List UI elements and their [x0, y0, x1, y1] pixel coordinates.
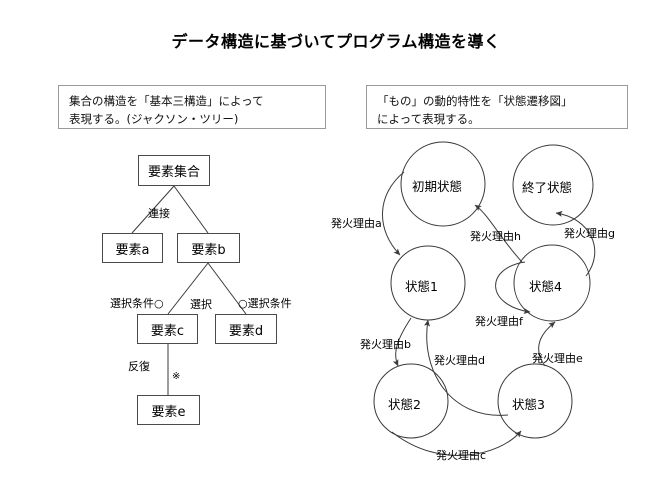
transition-label-c: 発火理由c	[436, 449, 487, 462]
tree-node-c-label: 要素c	[150, 323, 185, 339]
tree-edges	[131, 185, 247, 395]
tree-node-root[interactable]: 要素集合	[138, 155, 210, 186]
transition-arc-c	[391, 430, 522, 456]
transition-arc-h	[474, 204, 523, 263]
tree-node-d[interactable]: 要素d	[215, 314, 277, 344]
tree-node-a[interactable]: 要素a	[102, 233, 163, 263]
callout-right-description: 「もの」の動的特性を「状態遷移図」 によって表現する。	[366, 85, 628, 129]
tree-node-a-label: 要素a	[115, 242, 150, 258]
state-node-end	[512, 144, 594, 226]
callout-right-line1: 「もの」の動的特性を「状態遷移図」	[377, 94, 573, 108]
tree-node-c[interactable]: 要素c	[137, 314, 198, 344]
state-node-s4	[513, 244, 591, 322]
transition-arc-g	[555, 210, 596, 277]
state-circles	[373, 141, 594, 439]
transition-arc-d	[424, 319, 509, 416]
transition-label-h: 発火理由h	[470, 230, 521, 243]
state-node-s2	[373, 363, 449, 439]
tree-node-d-label: 要素d	[228, 323, 264, 339]
tree-node-b[interactable]: 要素b	[177, 233, 240, 263]
tree-label-connect: 連接	[148, 207, 170, 220]
state-label-init: 初期状態	[412, 179, 463, 194]
callout-left-description: 集合の構造を「基本三構造」によって 表現する。(ジャクソン・ツリー)	[58, 85, 326, 129]
tree-node-root-label: 要素集合	[147, 165, 200, 180]
transition-label-a: 発火理由a	[331, 217, 382, 230]
callout-right-line2: によって表現する。	[377, 111, 480, 126]
state-node-init	[400, 141, 486, 227]
state-transitions	[382, 171, 596, 456]
transition-label-f: 発火理由f	[475, 315, 523, 328]
tree-label-select-condition-left: 選択条件○	[110, 297, 164, 310]
transition-arc-b	[392, 317, 412, 367]
callout-left-line1: 集合の構造を「基本三構造」によって	[69, 94, 264, 108]
transition-arc-f	[495, 261, 531, 315]
page-title: データ構造に基づいてプログラム構造を導く	[171, 32, 501, 51]
transition-label-g: 発火理由g	[564, 227, 615, 240]
state-label-end: 終了状態	[522, 180, 573, 195]
state-node-s3	[497, 363, 573, 439]
state-label-s1: 状態1	[405, 279, 438, 294]
transition-arc-a	[382, 171, 405, 256]
tree-label-repeat-mark: ※	[172, 371, 181, 382]
transition-arc-e	[538, 321, 556, 367]
tree-node-e[interactable]: 要素e	[137, 395, 200, 425]
tree-label-select-condition-right: ○選択条件	[238, 297, 292, 310]
tree-node-e-label: 要素e	[151, 404, 186, 420]
transition-label-b: 発火理由b	[360, 338, 411, 351]
tree-node-b-label: 要素b	[191, 242, 226, 258]
transition-label-e: 発火理由e	[532, 352, 583, 365]
callout-left-line2: 表現する。(ジャクソン・ツリー)	[69, 111, 239, 126]
state-label-s3: 状態3	[512, 397, 545, 412]
tree-label-select: 選択	[190, 298, 212, 311]
state-label-s4: 状態4	[529, 279, 562, 294]
tree-label-repeat: 反復	[128, 360, 150, 373]
state-label-s2: 状態2	[388, 397, 421, 412]
transition-label-d: 発火理由d	[434, 354, 485, 367]
